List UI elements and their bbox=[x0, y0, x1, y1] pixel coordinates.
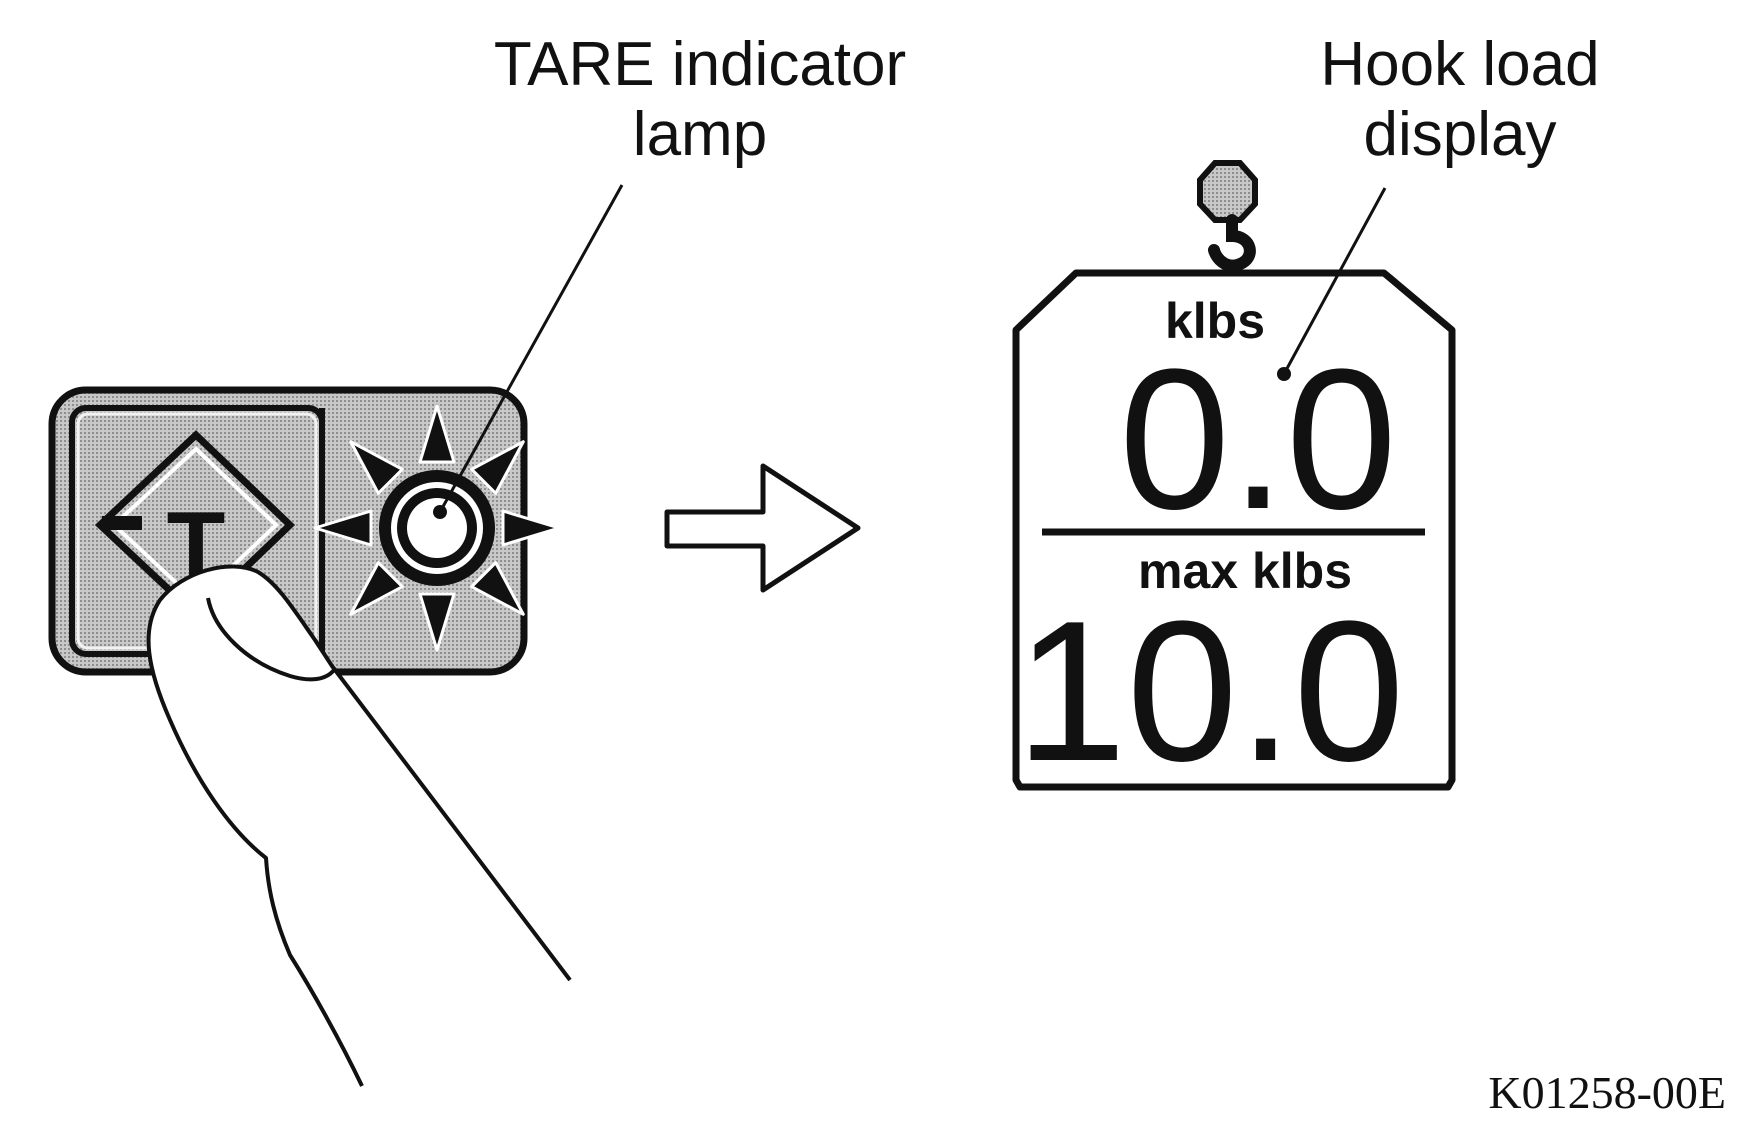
max-load-value: 10.0 bbox=[1015, 580, 1404, 803]
hook-load-leader-line bbox=[1282, 187, 1387, 375]
lamp-ray bbox=[349, 440, 404, 495]
indicator-lamp-icon bbox=[313, 404, 561, 652]
unit-label: klbs bbox=[1165, 293, 1265, 349]
lamp-rays bbox=[313, 404, 561, 652]
lamp-ray bbox=[470, 440, 525, 495]
lamp-ray bbox=[470, 561, 525, 616]
hook-load-display: klbs 0.0 max klbs 10.0 bbox=[1012, 187, 1456, 803]
tare-lamp-callout: TARE indicator lamp bbox=[420, 30, 980, 170]
tare-minus-mark bbox=[102, 516, 142, 530]
figure-id: K01258-00E bbox=[1488, 1067, 1726, 1118]
hook-load-value: 0.0 bbox=[1119, 328, 1397, 551]
lamp-ray bbox=[313, 509, 373, 547]
lamp-ray bbox=[418, 592, 456, 652]
right-arrow-icon bbox=[664, 463, 861, 593]
lamp-ray bbox=[501, 509, 561, 547]
fingernail bbox=[206, 597, 336, 682]
tare-lamp-callout-line2: lamp bbox=[632, 100, 768, 169]
lamp-center bbox=[407, 498, 467, 558]
hook-load-callout-line1: Hook load bbox=[1320, 30, 1600, 99]
lamp-ray bbox=[418, 404, 456, 464]
crane-hook-icon bbox=[1197, 160, 1258, 276]
finger-icon bbox=[146, 564, 572, 1087]
tare-control-panel: T bbox=[48, 184, 624, 676]
max-label: max klbs bbox=[1138, 543, 1352, 599]
hook-load-callout-line2: display bbox=[1363, 100, 1557, 169]
tare-lamp-callout-line1: TARE indicator bbox=[493, 30, 907, 99]
hook-load-callout: Hook load display bbox=[1250, 30, 1670, 170]
lamp-ray bbox=[349, 561, 404, 616]
tare-lamp-leader-line bbox=[438, 184, 624, 513]
